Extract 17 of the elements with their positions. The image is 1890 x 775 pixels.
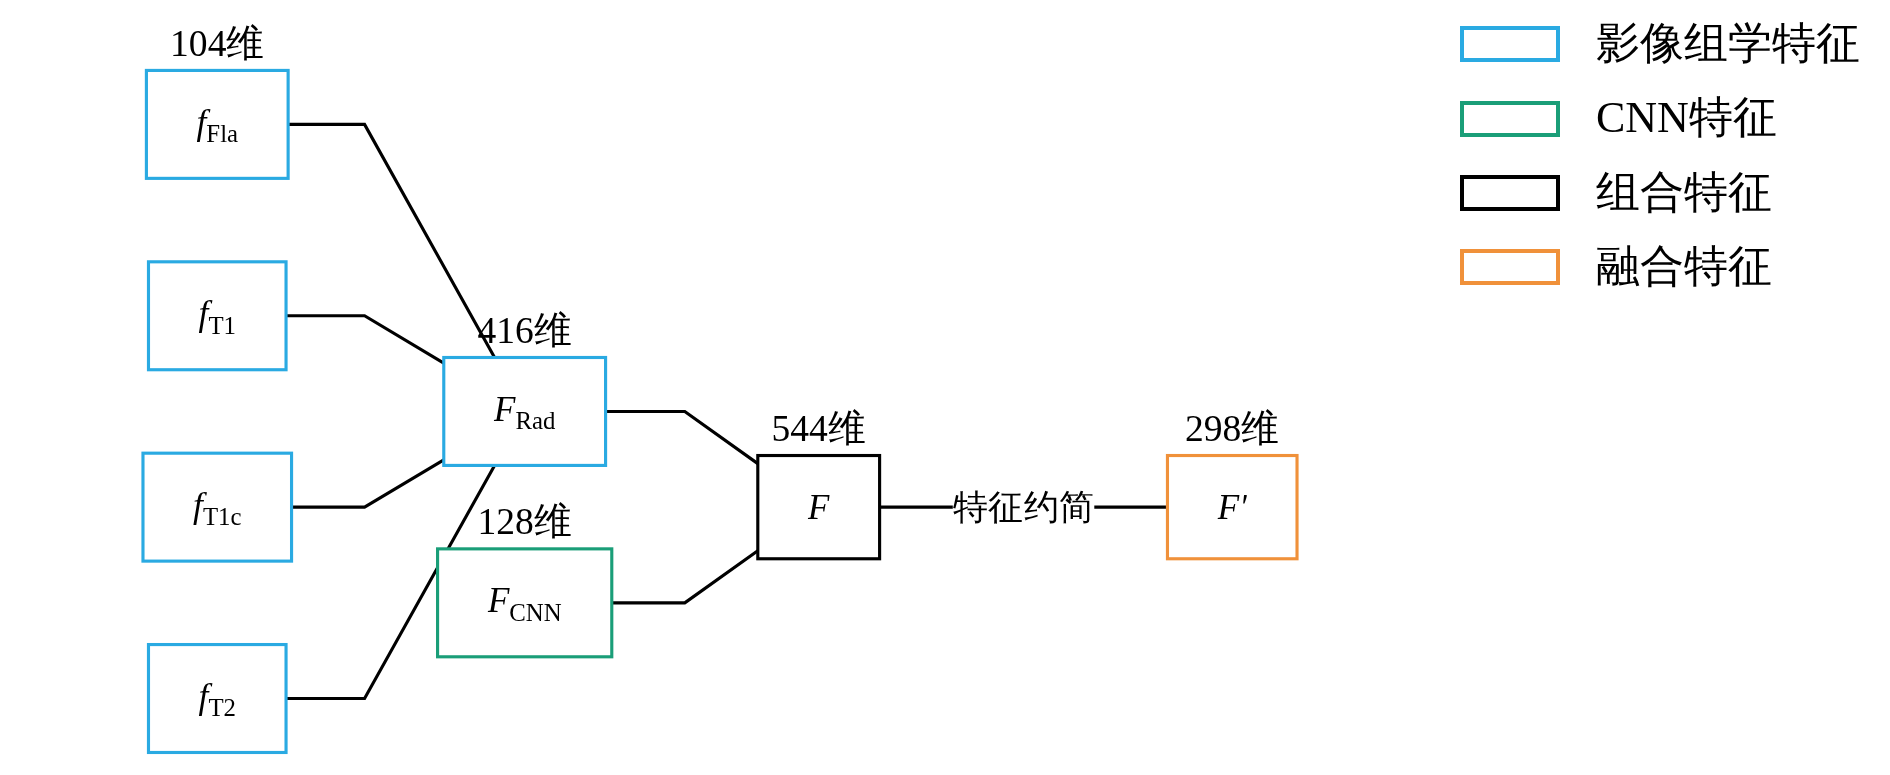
feature-box: F (756, 453, 882, 561)
dimension-label: 298维 (1185, 407, 1280, 449)
legend-label: 影像组学特征 (1596, 20, 1860, 69)
dimension-label: 544维 (771, 407, 866, 449)
dimension-label: 416维 (477, 309, 572, 351)
feature-box: f$_{T2}$ (146, 643, 288, 755)
legend-label: 融合特征 (1596, 243, 1772, 292)
legend-label: CNN特征 (1596, 94, 1777, 143)
feature-box: F′ (1165, 453, 1299, 561)
dimension-label: 104维 (170, 22, 265, 64)
feature-box: F$_{Rad}$ (442, 355, 608, 467)
feature-box: f$_{Fla}$ (144, 68, 290, 180)
dimension-label: 128维 (477, 501, 572, 543)
feature-box: F$_{CNN}$ (436, 547, 614, 659)
feature-box: f$_{T1c}$ (141, 451, 294, 563)
feature-box: f$_{T1}$ (146, 260, 288, 372)
legend-label: 组合特征 (1596, 168, 1772, 218)
